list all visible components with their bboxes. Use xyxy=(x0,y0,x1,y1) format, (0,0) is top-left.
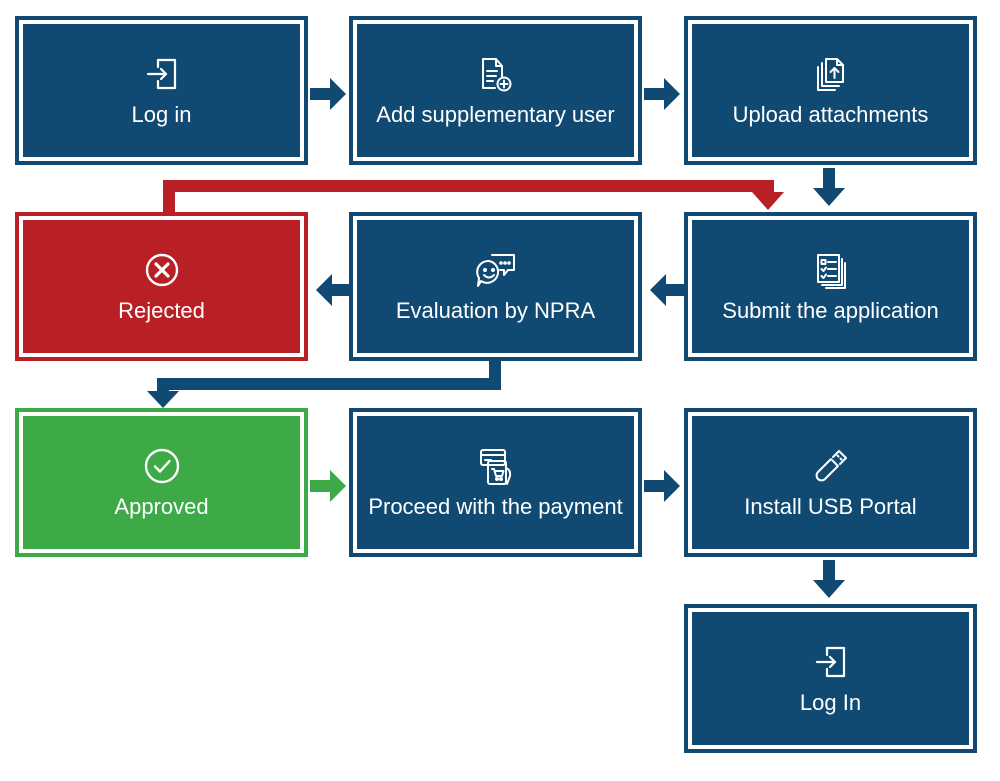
upload-files-icon xyxy=(811,54,851,94)
login-icon xyxy=(811,642,851,682)
arrow-login-to-add-user xyxy=(310,78,346,110)
arrow-rejected-to-submit xyxy=(163,180,784,215)
arrow-evaluation-to-approved xyxy=(147,360,501,408)
step-label: Proceed with the payment xyxy=(368,494,623,519)
step-label: Evaluation by NPRA xyxy=(395,298,596,323)
step-label: Log in xyxy=(131,102,192,127)
mobile-payment-icon xyxy=(476,446,516,486)
arrow-usb-to-login xyxy=(813,560,845,598)
step-label: Submit the application xyxy=(722,298,939,323)
step-log-in: Log in xyxy=(19,20,304,161)
step-approved: Approved xyxy=(19,412,304,553)
step-label: Rejected xyxy=(118,298,205,323)
usb-drive-icon xyxy=(811,446,851,486)
arrow-evaluation-to-rejected xyxy=(316,274,352,306)
login-icon xyxy=(142,54,182,94)
arrow-upload-to-submit xyxy=(813,168,845,206)
step-log-in-final: Log In xyxy=(688,608,973,749)
step-submit-the-application: Submit the application xyxy=(688,216,973,357)
step-label: Add supplementary user xyxy=(376,102,615,127)
chat-bubbles-icon xyxy=(474,250,518,290)
step-upload-attachments: Upload attachments xyxy=(688,20,973,161)
step-install-usb-portal: Install USB Portal xyxy=(688,412,973,553)
arrow-add-user-to-upload xyxy=(644,78,680,110)
step-label: Install USB Portal xyxy=(744,494,917,519)
step-label: Upload attachments xyxy=(732,102,929,127)
step-label: Log In xyxy=(799,690,862,715)
step-rejected: Rejected xyxy=(19,216,304,357)
arrow-approved-to-payment xyxy=(310,470,346,502)
step-proceed-with-the-payment: Proceed with the payment xyxy=(353,412,638,553)
arrow-submit-to-evaluation xyxy=(650,274,686,306)
step-add-supplementary-user: Add supplementary user xyxy=(353,20,638,161)
arrow-payment-to-usb xyxy=(644,470,680,502)
checklist-document-icon xyxy=(811,250,851,290)
check-circle-icon xyxy=(142,446,182,486)
step-label: Approved xyxy=(114,494,209,519)
x-circle-icon xyxy=(142,250,182,290)
add-document-icon xyxy=(476,54,516,94)
step-evaluation-by-npra: Evaluation by NPRA xyxy=(353,216,638,357)
